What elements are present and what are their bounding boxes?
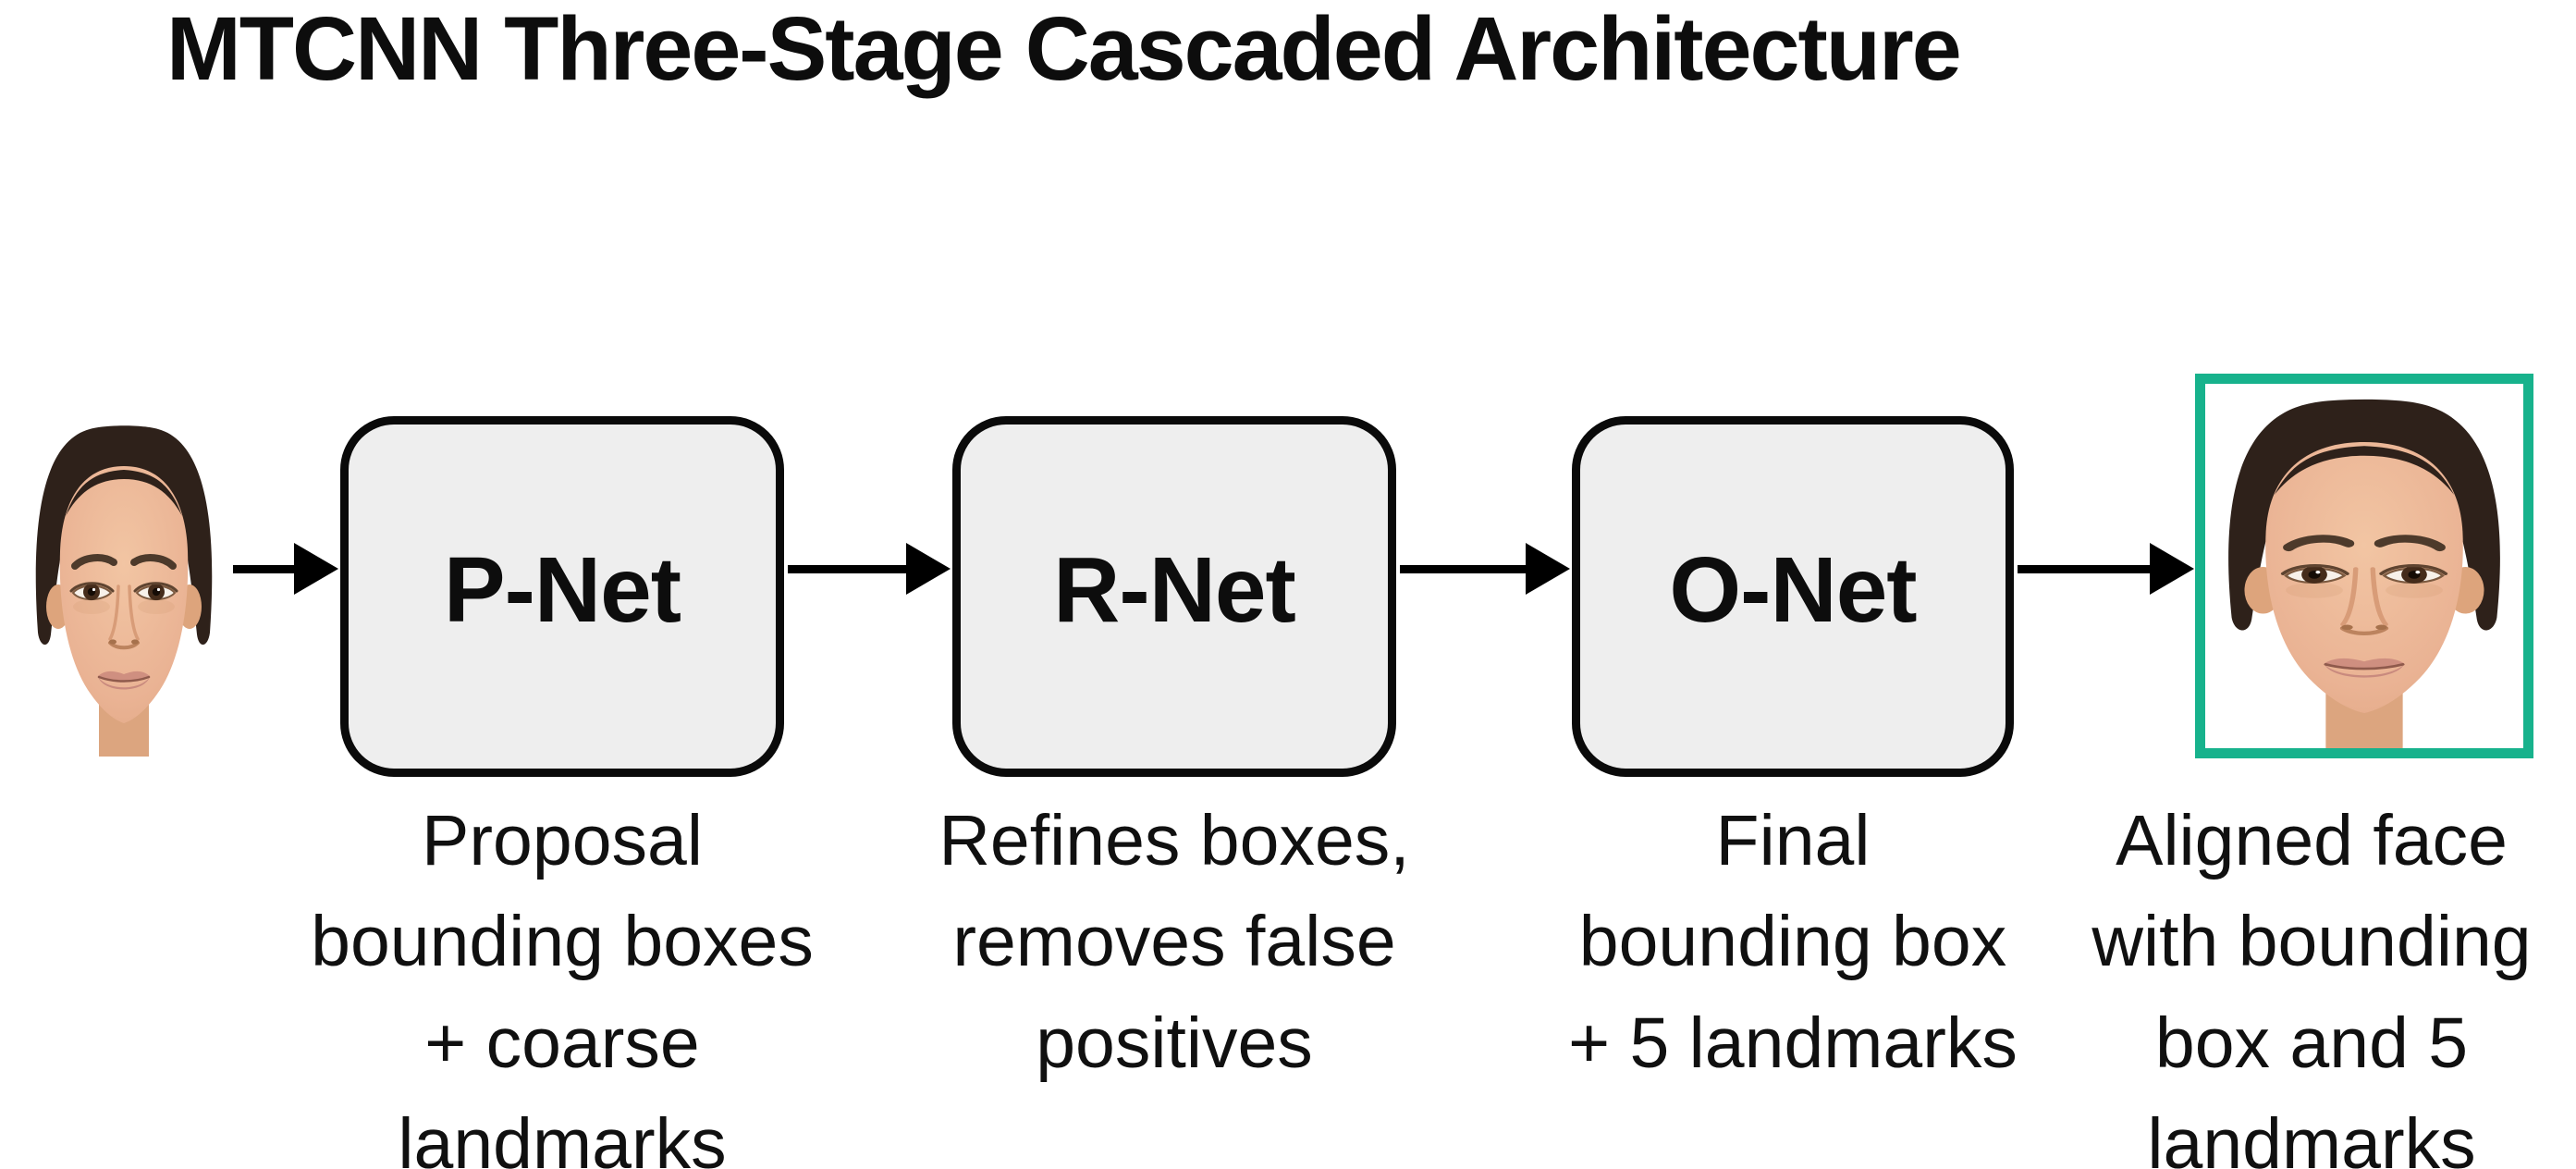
stage-box-onet: O-Net bbox=[1572, 416, 2014, 777]
stage-box-rnet: R-Net bbox=[952, 416, 1396, 777]
arrow-head-icon bbox=[2150, 543, 2194, 595]
caption-rnet: Refines boxes, removes false positives bbox=[938, 801, 1410, 1083]
stage-label-pnet: P-Net bbox=[443, 537, 681, 642]
input-face-image bbox=[25, 414, 223, 757]
flow-arrow-rnet-to-onet bbox=[1400, 543, 1570, 595]
stage-label-rnet: R-Net bbox=[1053, 537, 1296, 642]
stage-label-onet: O-Net bbox=[1669, 537, 1917, 642]
diagram-title: MTCNN Three-Stage Cascaded Architecture bbox=[166, 0, 1962, 99]
flow-arrow-onet-to-output bbox=[2018, 543, 2194, 595]
arrow-shaft bbox=[2018, 565, 2155, 573]
flow-arrow-input-to-pnet bbox=[233, 543, 338, 595]
caption-output: Aligned face with bounding box and 5 lan… bbox=[2091, 801, 2532, 1169]
caption-pnet: Proposal bounding boxes + coarse landmar… bbox=[311, 801, 814, 1169]
bounding-box-overlay bbox=[2195, 374, 2533, 758]
arrow-shaft bbox=[1400, 565, 1531, 573]
arrow-head-icon bbox=[1526, 543, 1570, 595]
arrow-head-icon bbox=[906, 543, 951, 595]
flow-arrow-pnet-to-rnet bbox=[788, 543, 951, 595]
output-face-image bbox=[2212, 388, 2517, 748]
arrow-shaft bbox=[788, 565, 912, 573]
arrow-head-icon bbox=[294, 543, 338, 595]
stage-box-pnet: P-Net bbox=[340, 416, 784, 777]
caption-onet: Final bounding box + 5 landmarks bbox=[1568, 801, 2018, 1083]
arrow-shaft bbox=[233, 565, 300, 573]
